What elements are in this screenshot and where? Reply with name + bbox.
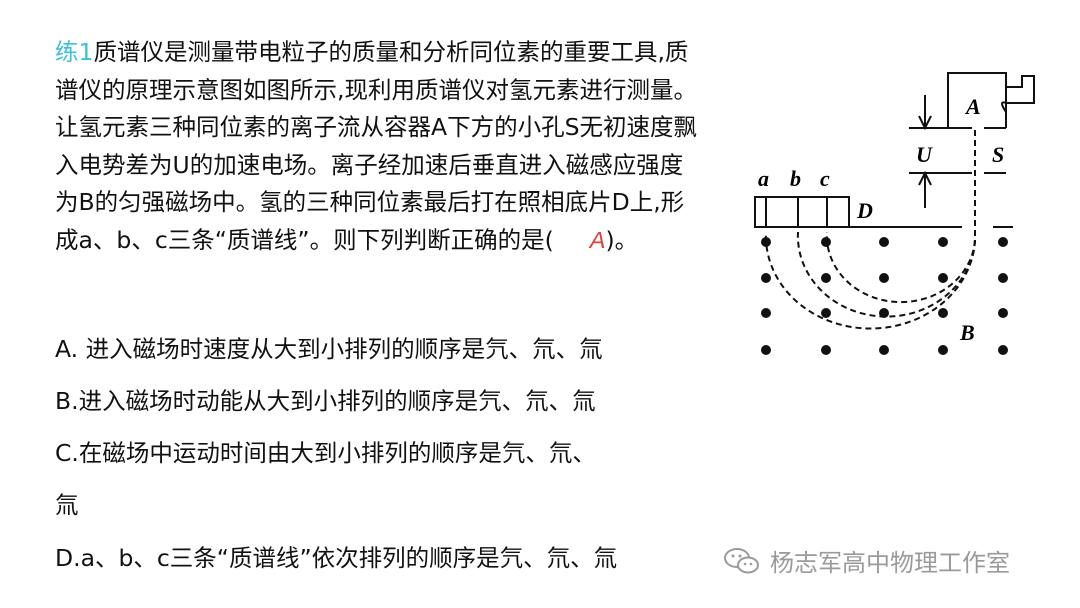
photo-plate-dividers [765, 197, 828, 227]
question-label: 练1 [55, 38, 94, 66]
label-c: c [820, 166, 830, 191]
label-container-a: A [964, 94, 981, 119]
label-d: D [856, 198, 873, 223]
container-a [947, 72, 1007, 128]
ion-trajectories [764, 130, 976, 330]
label-b-field: B [959, 320, 975, 345]
container-spout [1001, 75, 1035, 116]
option-d: D.a、b、c三条“质谱线”依次排列的顺序是氕、氘、氚 [55, 544, 618, 572]
label-u: U [916, 142, 933, 167]
watermark: 杨志军高中物理工作室 [722, 543, 1010, 578]
wechat-icon [724, 547, 759, 573]
watermark-text: 杨志军高中物理工作室 [770, 549, 1010, 577]
question-body: 质谱仪是测量带电粒子的质量和分析同位素的重要工具,质谱仪的原理示意图如图所示,现… [55, 38, 697, 254]
option-b: B.进入磁场时动能从大到小排列的顺序是氕、氘、氚 [55, 387, 596, 415]
trajectory-c [825, 231, 976, 304]
option-c: C.在磁场中运动时间由大到小排列的顺序是氕、氘、 [55, 439, 596, 467]
option-a: A. 进入磁场时速度从大到小排列的顺序是氕、氘、氚 [55, 335, 603, 363]
trajectory-a [764, 130, 976, 330]
label-a: a [758, 166, 769, 191]
question-text: 练1质谱仪是测量带电粒子的质量和分析同位素的重要工具,质谱仪的原理示意图如图所示… [55, 34, 705, 259]
question-close: )。 [605, 225, 639, 254]
label-b: b [790, 166, 801, 191]
photo-plate-d [754, 196, 850, 228]
voltage-arrows [918, 95, 932, 208]
option-c-cont: 氚 [55, 491, 79, 519]
label-s: S [992, 142, 1004, 167]
magnetic-field-dots [761, 237, 1008, 355]
handwritten-answer: A [589, 226, 606, 253]
accelerating-plates [909, 127, 1006, 174]
